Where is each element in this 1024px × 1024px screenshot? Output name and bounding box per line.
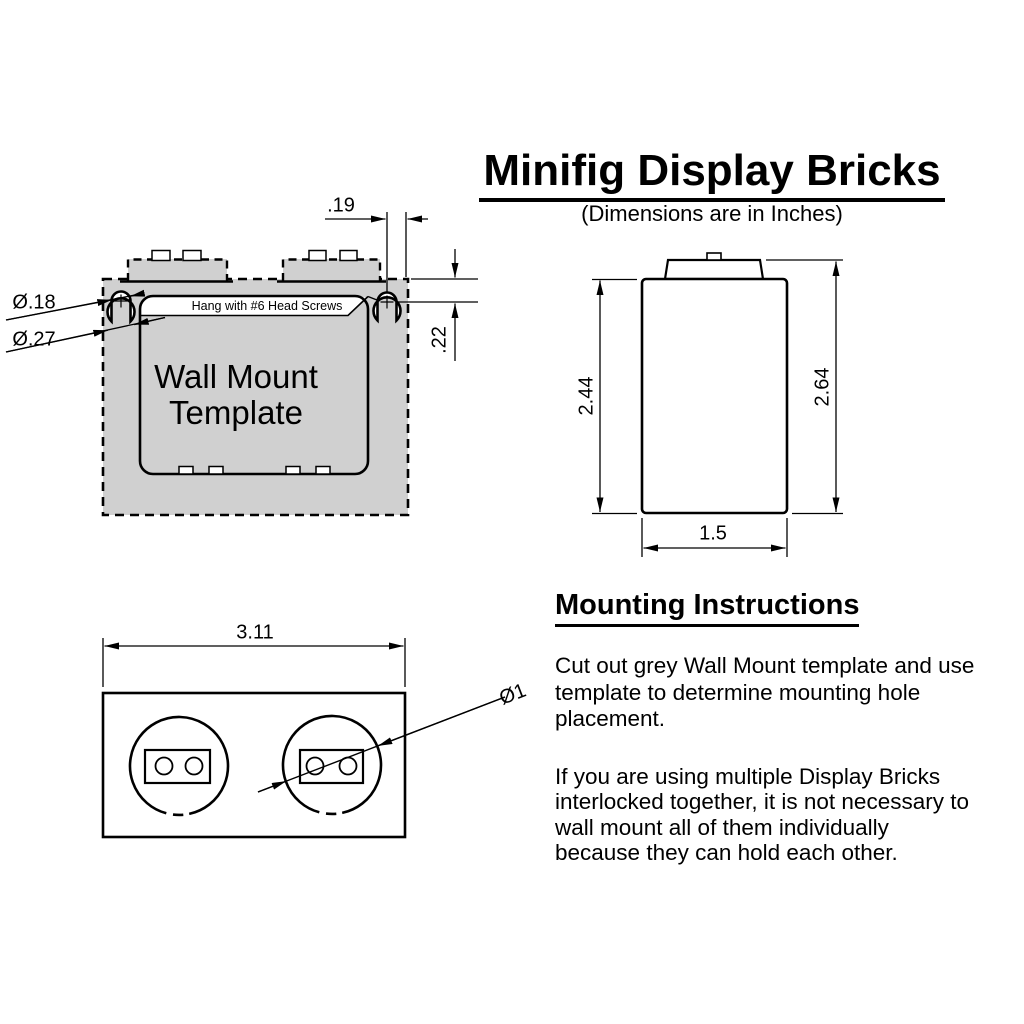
tube-right xyxy=(281,714,383,816)
dimension-width xyxy=(641,518,788,557)
leader-hole-large-dia xyxy=(5,316,166,353)
dimension-hole-offset-y xyxy=(396,249,478,361)
dimension-body-height xyxy=(592,278,637,515)
dimension-total-height xyxy=(766,259,843,515)
title-block: Minifig Display Bricks xyxy=(412,146,1012,202)
side-view-drawing xyxy=(592,252,843,557)
dim-label-overall-width: 3.11 xyxy=(236,621,274,644)
template-stud-right-outline xyxy=(281,258,382,281)
instructions-paragraph-1: Cut out grey Wall Mount template and use… xyxy=(555,653,974,733)
instructions-line: interlocked together, it is not necessar… xyxy=(555,789,969,815)
dim-label-width: 1.5 xyxy=(699,522,727,545)
brick-side-body xyxy=(640,277,789,515)
instructions-line: because they can hold each other. xyxy=(555,840,898,866)
dimension-overall-width xyxy=(102,638,406,687)
template-stud-right-fill xyxy=(283,259,380,281)
dim-label-body-height: 2.44 xyxy=(575,376,598,416)
dim-label-hole-spacing-x: .19 xyxy=(327,194,355,217)
instructions-line: template to determine mounting hole xyxy=(555,679,921,705)
screw-note-banner xyxy=(141,297,366,315)
screw-note-banner-outline xyxy=(141,295,369,317)
instructions-line: wall mount all of them individually xyxy=(555,814,889,840)
instructions-paragraph-2: If you are using multiple Display Bricks… xyxy=(555,764,969,866)
instructions-heading: Mounting Instructions xyxy=(555,589,860,627)
instructions-line: If you are using multiple Display Bricks xyxy=(555,764,941,789)
leader-tube-dia xyxy=(257,696,506,793)
template-stud-left-fill xyxy=(128,259,227,281)
dimension-hole-spacing-x xyxy=(325,212,428,292)
brick-side-stud xyxy=(663,258,765,281)
dim-label-hole-offset-y: .22 xyxy=(428,326,451,354)
page-subtitle: (Dimensions are in Inches) xyxy=(581,201,843,226)
template-stud-left-outline xyxy=(126,258,229,281)
bottom-view-drawing xyxy=(101,638,506,839)
stud-top-notches xyxy=(151,249,358,262)
instructions-line: Cut out grey Wall Mount template and use xyxy=(555,653,975,678)
brick-bottom-outline xyxy=(101,691,407,839)
brick-bottom-notches xyxy=(178,465,331,475)
tube-left xyxy=(128,715,230,817)
page-title: Minifig Display Bricks xyxy=(479,146,945,202)
screw-note-label: Hang with #6 Head Screws xyxy=(191,299,343,313)
leader-hole-small-dia xyxy=(5,289,146,321)
brick-front-outline xyxy=(138,294,370,476)
dim-label-hole-large-dia: Ø.27 xyxy=(12,328,56,351)
instructions-line: placement. xyxy=(555,706,666,731)
keyhole-left-center-cross xyxy=(114,294,128,308)
template-body xyxy=(101,277,410,517)
wall-mount-template-label: Wall Mount Template xyxy=(154,358,318,431)
dim-label-total-height: 2.64 xyxy=(811,367,834,407)
keyhole-right-center-cross xyxy=(380,295,394,309)
dim-label-hole-small-dia: Ø.18 xyxy=(12,291,56,314)
wall-mount-template-drawing xyxy=(5,212,478,517)
brick-side-nub xyxy=(706,252,722,261)
keyhole-right xyxy=(372,291,402,324)
